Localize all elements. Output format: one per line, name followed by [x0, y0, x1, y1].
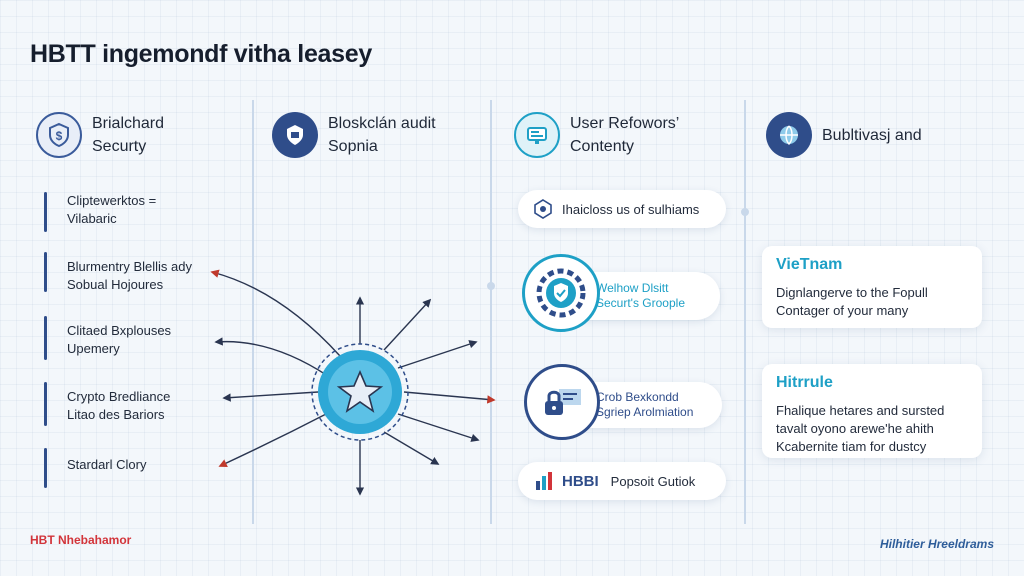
globe-icon	[766, 112, 812, 158]
item-bar	[44, 448, 47, 488]
hub-arrow	[218, 411, 331, 467]
report-brand: HBBI	[562, 472, 599, 490]
hub-arrow	[222, 391, 319, 402]
lock-icon	[524, 364, 600, 440]
left-item-line: Crypto Bredliance	[67, 389, 171, 404]
col3-item-line: Crob Bexkondd	[596, 390, 679, 404]
monitor-icon	[514, 112, 560, 158]
left-item-line: Litao des Bariors	[67, 407, 165, 422]
left-item[interactable]: Cliptewerktos = Vilabaric	[44, 192, 156, 232]
hub-outer-ring	[311, 343, 409, 441]
left-item-line: Sobual Hojoures	[67, 277, 164, 292]
footer-brand-left: HBT Nhebahamor	[30, 533, 132, 547]
column-divider	[252, 100, 254, 524]
column-divider	[744, 100, 746, 524]
left-item-line: Vilabaric	[67, 211, 117, 226]
left-item-line: Stardarl Clory	[67, 457, 147, 472]
left-item-line: Clitaed Bxplouses	[67, 323, 172, 338]
left-item-line: Blurmentry Blellis ady	[67, 259, 192, 274]
item-bar	[44, 192, 47, 232]
left-item-line: Upemery	[67, 341, 120, 356]
column-header-line: Bubltivasj and	[822, 126, 922, 144]
svg-text:$: $	[56, 129, 63, 143]
footer-brand-right: Hilhitier Hreeldrams	[879, 537, 994, 551]
hub-arrow	[210, 269, 341, 357]
info-card[interactable]: Hitrrule Fhalique hetares and sursted tav…	[762, 364, 982, 458]
column-header-line: User Refowors’	[570, 115, 680, 132]
column-header-line: Bloskclán audit	[328, 115, 436, 132]
col3-item-label: Popsoit Gutiok	[610, 473, 696, 489]
col3-item-network[interactable]: Ihaicloss us of sulhiams	[518, 190, 726, 228]
hub-arrow	[383, 431, 440, 465]
hub-arrow	[383, 298, 432, 351]
card-title: Hitrrule	[776, 374, 833, 391]
card-line: Contager of your many	[776, 303, 909, 318]
card-line: Fhalique hetares and sursted	[776, 403, 945, 418]
card-line: Kcabernite tiam for dustcy	[776, 439, 927, 454]
hub-arrow	[214, 337, 329, 377]
divider-node	[741, 208, 749, 216]
star-icon	[336, 369, 384, 413]
column-header-line: Contenty	[570, 138, 635, 155]
col3-item-line: Welhow Dlsitt	[596, 281, 669, 295]
hub-arrow	[397, 340, 478, 369]
dollar-shield-icon: $	[36, 112, 82, 158]
column-header-4[interactable]: Bubltivasj and	[766, 112, 922, 158]
item-bar	[44, 382, 47, 426]
left-item[interactable]: Stardarl Clory	[44, 448, 146, 488]
hub-arrow	[397, 413, 480, 442]
column-header-line: Sopnia	[328, 138, 378, 155]
page-title: HBTT ingemondf vitha leasey	[30, 40, 372, 68]
column-divider	[490, 100, 492, 524]
col3-item-label: Ihaicloss us of sulhiams	[562, 201, 700, 217]
col3-item-report[interactable]: HBBI Popsoit Gutiok	[518, 462, 726, 500]
col3-item-line: Sgriep Arolmiation	[596, 405, 694, 419]
card-line: tavalt oyono arewe'he ahith	[776, 421, 934, 436]
column-header-3[interactable]: User Refowors’ Contenty	[514, 112, 679, 158]
card-line: Dignlangerve to the Fopull	[776, 285, 928, 300]
bar-chart-icon	[536, 472, 552, 490]
divider-node	[487, 282, 495, 290]
gear-shield-icon	[522, 254, 600, 332]
item-bar	[44, 252, 47, 292]
card-title: VieTnam	[776, 256, 843, 273]
column-header-line: Securty	[92, 138, 147, 155]
audit-shield-icon	[272, 112, 318, 158]
item-bar	[44, 316, 47, 360]
col3-item-line: Securt's Groople	[596, 296, 685, 310]
network-icon	[534, 199, 552, 219]
left-item-line: Cliptewerktos =	[67, 193, 157, 208]
column-header-line: Brialchard	[92, 115, 165, 132]
hub-arrow	[403, 391, 496, 404]
